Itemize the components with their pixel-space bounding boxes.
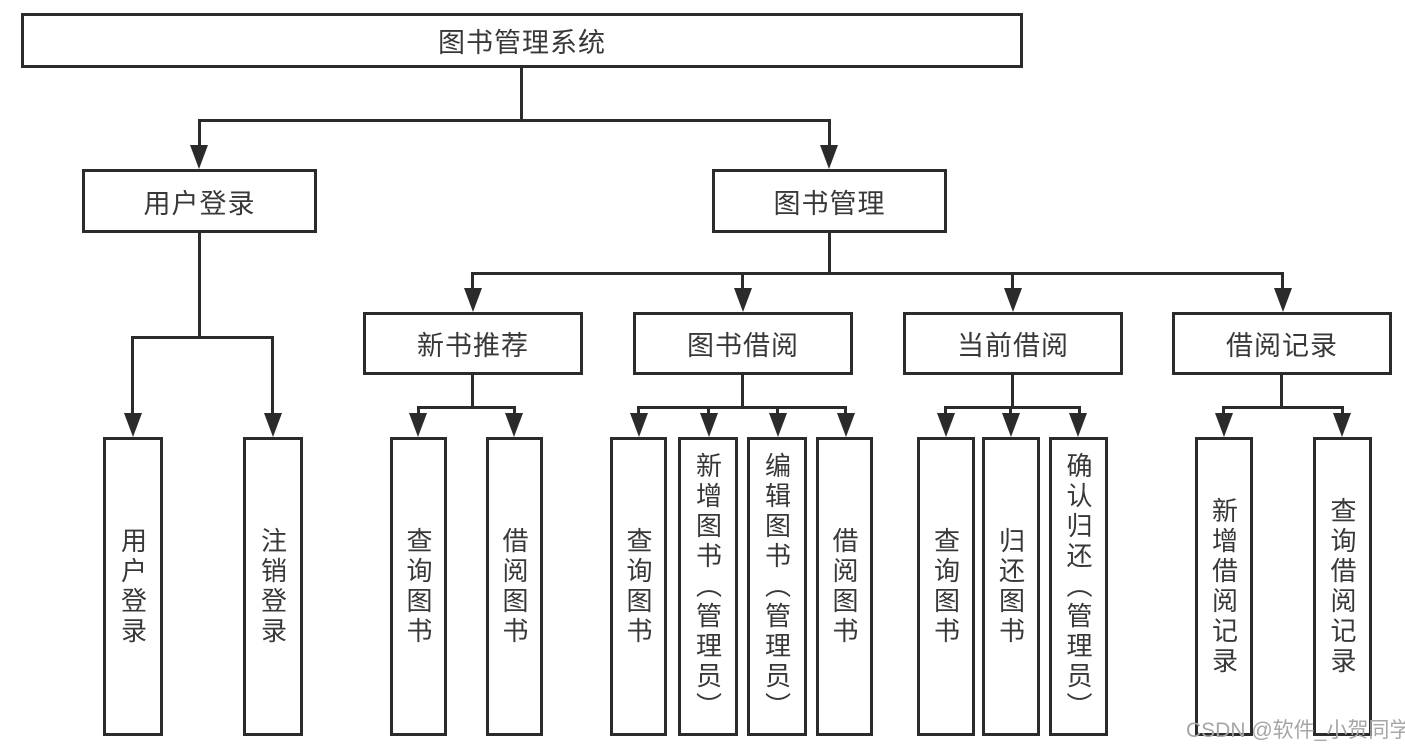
arrow-down-icon <box>1002 413 1020 437</box>
connector-current-vline <box>1011 375 1014 409</box>
connector-stem <box>1078 406 1081 416</box>
node-label: 查询借阅记录 <box>1327 496 1357 677</box>
node-new-book-recommend: 新书推荐 <box>363 312 583 375</box>
node-label: 用户登录 <box>143 188 256 219</box>
leaf-edit-book-admin: 编辑图书（管理员） <box>747 437 807 736</box>
connector-stem <box>131 336 134 415</box>
connector-records-hline <box>1222 406 1344 409</box>
arrow-down-icon <box>700 413 718 437</box>
connector-stem <box>417 406 420 416</box>
leaf-add-book-admin: 新增图书（管理员） <box>678 437 738 736</box>
csdn-watermark: CSDN @软件_小贺同学 <box>1186 719 1405 742</box>
leaf-logout: 注销登录 <box>243 437 303 736</box>
node-label: 当前借阅 <box>957 331 1069 361</box>
node-label: 编辑图书（管理员） <box>761 451 792 722</box>
node-library-management-system: 图书管理系统 <box>21 13 1023 68</box>
node-label: 图书借阅 <box>687 331 799 361</box>
leaf-query-book-recommend: 查询图书 <box>390 437 447 736</box>
connector-stem <box>828 119 831 147</box>
leaf-return-book: 归还图书 <box>982 437 1040 736</box>
connector-current-hline <box>944 406 1081 409</box>
connector-borrow-hline <box>637 406 847 409</box>
node-label: 注销登录 <box>257 526 288 647</box>
connector-stem <box>198 119 201 147</box>
arrow-down-icon <box>937 413 955 437</box>
connector-stem <box>471 272 474 290</box>
node-label: 借阅图书 <box>499 526 529 647</box>
connector-stem <box>844 406 847 416</box>
node-user-login: 用户登录 <box>82 169 317 233</box>
node-book-borrow: 图书借阅 <box>633 312 853 375</box>
arrow-down-icon <box>1069 413 1087 437</box>
connector-root-vline <box>520 68 523 121</box>
node-label: 新增图书（管理员） <box>692 451 723 722</box>
connector-bookmgmt-hline <box>471 272 1284 275</box>
leaf-query-borrow-record: 查询借阅记录 <box>1313 437 1372 736</box>
arrow-down-icon <box>464 288 482 312</box>
arrow-down-icon <box>505 413 523 437</box>
node-label: 新增借阅记录 <box>1208 496 1239 677</box>
connector-stem <box>1222 406 1225 416</box>
arrow-down-icon <box>820 145 838 169</box>
connector-userlogin-hline <box>131 336 274 339</box>
arrow-down-icon <box>630 413 648 437</box>
arrow-down-icon <box>1215 413 1233 437</box>
connector-recommend-hline <box>417 406 516 409</box>
connector-stem <box>707 406 710 416</box>
connector-stem <box>1341 406 1344 416</box>
node-label: 用户登录 <box>117 526 148 647</box>
leaf-query-book-current: 查询图书 <box>917 437 975 736</box>
node-label: 归还图书 <box>995 526 1026 647</box>
leaf-user-login: 用户登录 <box>103 437 163 736</box>
node-label: 借阅记录 <box>1226 331 1338 361</box>
connector-borrow-vline <box>741 375 744 409</box>
connector-stem <box>637 406 640 416</box>
connector-stem <box>741 272 744 290</box>
leaf-add-borrow-record: 新增借阅记录 <box>1195 437 1253 736</box>
arrow-down-icon <box>1004 288 1022 312</box>
arrow-down-icon <box>1333 413 1351 437</box>
node-label: 新书推荐 <box>417 331 529 361</box>
node-label: 查询图书 <box>403 526 433 647</box>
connector-recommend-vline <box>471 375 474 409</box>
node-label: 借阅图书 <box>829 526 859 647</box>
node-label: 确认归还（管理员） <box>1063 451 1093 722</box>
arrow-down-icon <box>124 413 142 437</box>
connector-stem <box>776 406 779 416</box>
arrow-down-icon <box>769 413 787 437</box>
connector-stem <box>944 406 947 416</box>
arrow-down-icon <box>264 413 282 437</box>
node-label: 查询图书 <box>623 526 653 647</box>
arrow-down-icon <box>190 145 208 169</box>
connector-records-vline <box>1280 375 1283 409</box>
connector-stem <box>271 336 274 415</box>
connector-stem <box>513 406 516 416</box>
connector-bookmgmt-vline <box>828 233 831 275</box>
node-current-borrow: 当前借阅 <box>903 312 1123 375</box>
leaf-query-book-borrow: 查询图书 <box>610 437 667 736</box>
node-label: 图书管理 <box>773 188 886 219</box>
leaf-borrow-book: 借阅图书 <box>816 437 873 736</box>
connector-stem <box>1011 272 1014 290</box>
leaf-borrow-book-recommend: 借阅图书 <box>486 437 543 736</box>
arrow-down-icon <box>734 288 752 312</box>
connector-root-hline <box>198 119 831 122</box>
node-label: 查询图书 <box>930 526 961 647</box>
arrow-down-icon <box>1274 288 1292 312</box>
connector-userlogin-vline <box>198 233 201 339</box>
leaf-confirm-return-admin: 确认归还（管理员） <box>1049 437 1108 736</box>
arrow-down-icon <box>837 413 855 437</box>
connector-stem <box>1009 406 1012 416</box>
connector-stem <box>1281 272 1284 290</box>
arrow-down-icon <box>409 413 427 437</box>
node-label: 图书管理系统 <box>438 28 606 58</box>
node-book-management: 图书管理 <box>712 169 947 233</box>
node-borrow-records: 借阅记录 <box>1172 312 1392 375</box>
